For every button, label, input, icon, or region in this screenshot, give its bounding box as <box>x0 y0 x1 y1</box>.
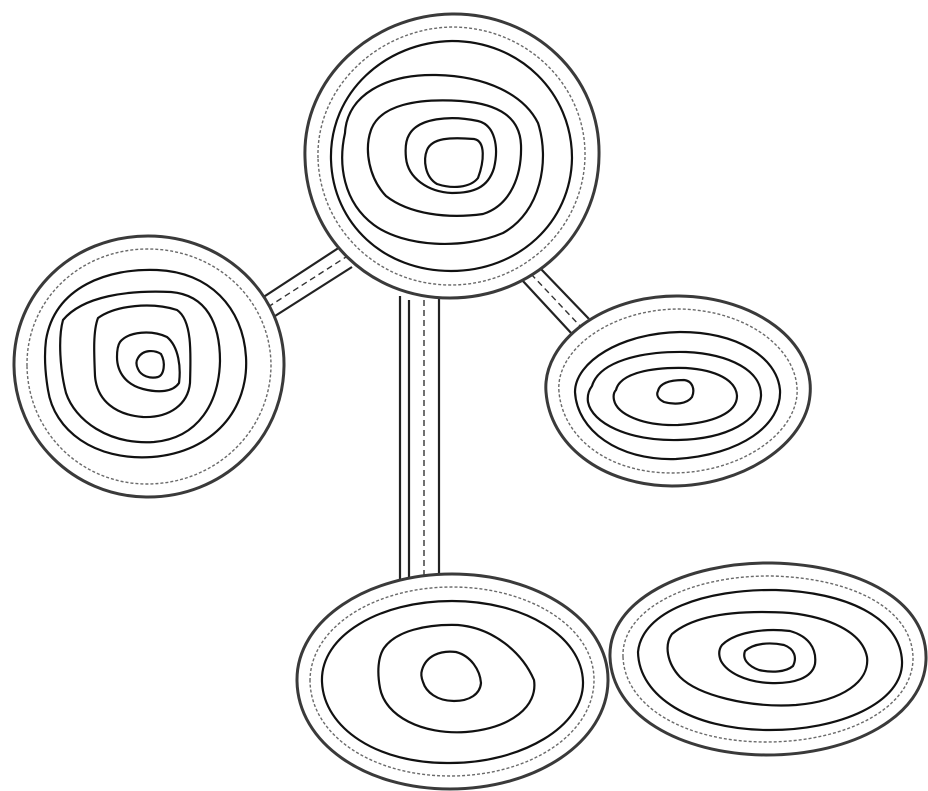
bridge-top-left <box>262 247 352 316</box>
island-bottom-right <box>610 563 926 755</box>
contour-line <box>719 630 815 683</box>
bridge-top-bottom <box>400 296 439 580</box>
island-left <box>12 234 284 498</box>
island-bottom-center <box>297 573 608 789</box>
contour-line <box>668 612 868 705</box>
island-right <box>545 294 811 486</box>
bridge-top-right <box>522 268 590 334</box>
island-top <box>304 14 600 298</box>
contour-line <box>744 643 795 671</box>
contour-line <box>638 590 902 730</box>
